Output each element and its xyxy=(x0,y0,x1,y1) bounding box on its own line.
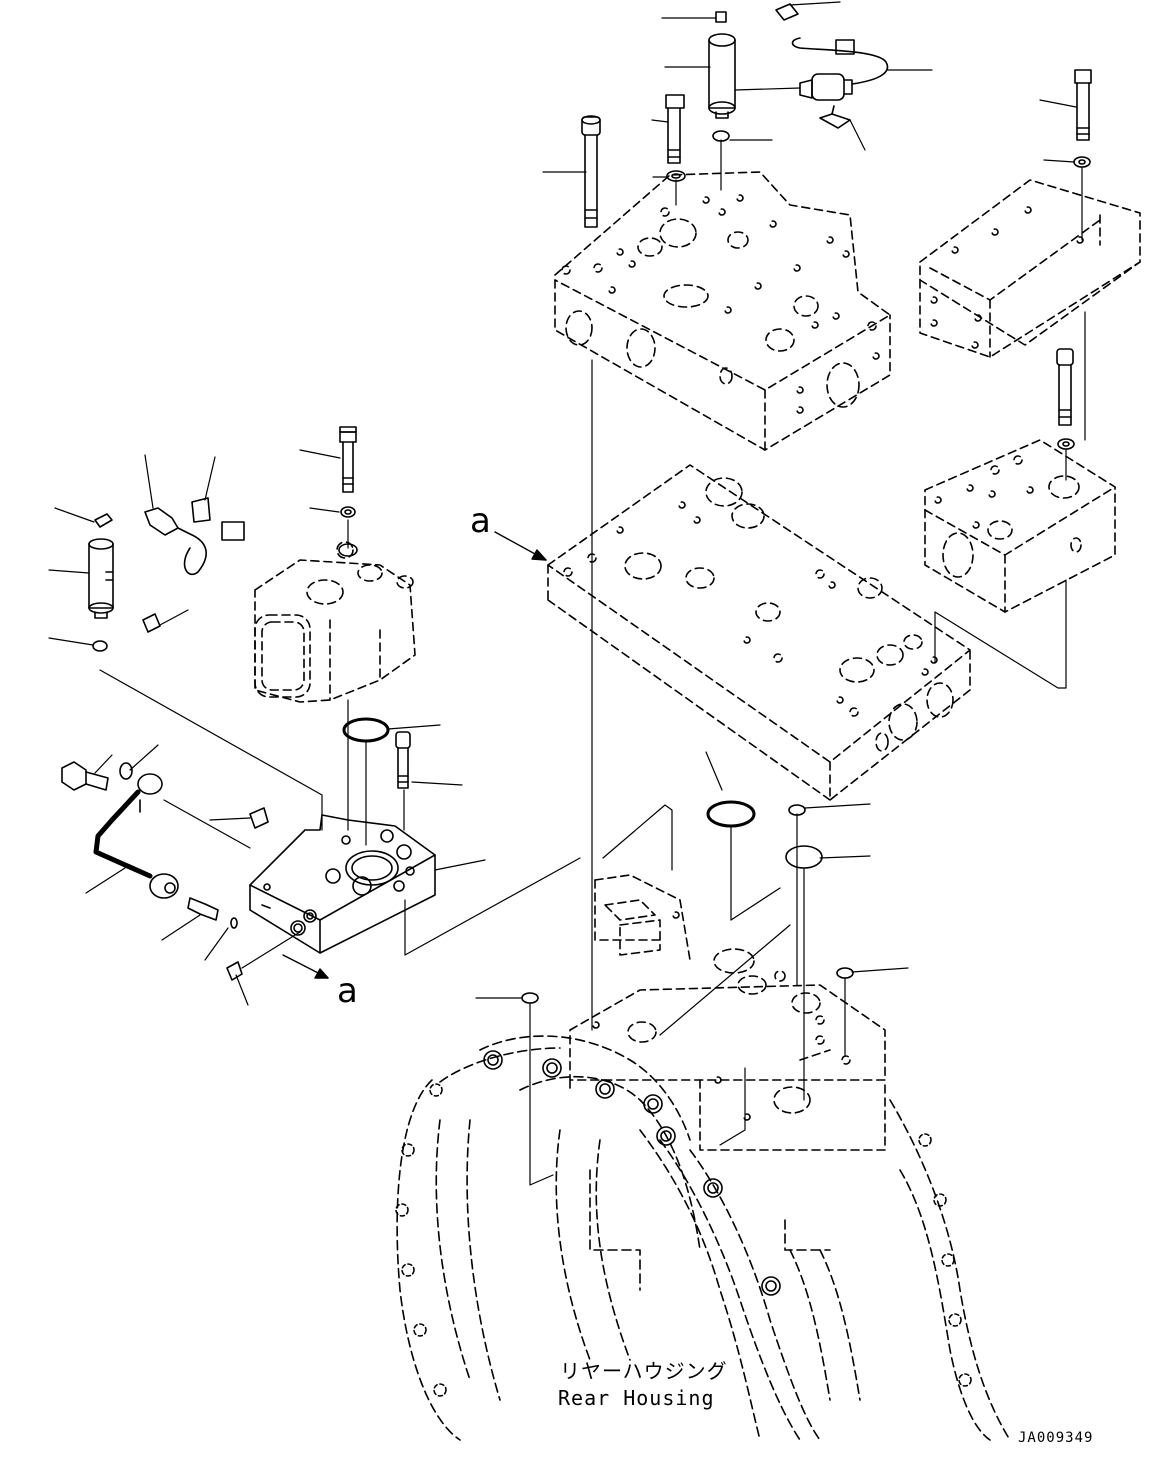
o-ring-left xyxy=(342,717,390,743)
bolts xyxy=(61,3,1092,981)
drawing-code: JA009349 xyxy=(1018,1430,1094,1446)
rear-housing-label-en: Rear Housing xyxy=(558,1386,715,1410)
o-ring-right xyxy=(706,800,756,828)
left-valve-body xyxy=(254,541,416,703)
pilot-valves xyxy=(88,33,889,899)
lower-valve-seat-block xyxy=(569,874,886,1151)
left-plate xyxy=(249,814,436,954)
upper-valve-body xyxy=(554,171,891,451)
right-solenoid-block xyxy=(919,179,1141,358)
callout-label-a-lower: a xyxy=(337,971,358,1011)
rear-housing xyxy=(395,1035,1011,1441)
rear-housing-label-jp: リヤーハウジング xyxy=(560,1359,728,1383)
middle-valve-plate xyxy=(547,464,971,801)
leader-lines xyxy=(48,1,1086,1186)
callout-label-a-upper: a xyxy=(470,501,491,541)
right-lower-valve-block xyxy=(924,439,1116,613)
callout-arrows xyxy=(282,531,547,979)
